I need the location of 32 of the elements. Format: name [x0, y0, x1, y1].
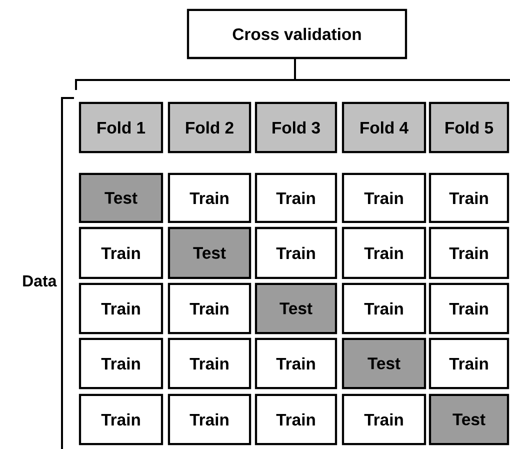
fold-header-box: Fold 4	[342, 102, 426, 154]
fold-header-box: Fold 1	[78, 102, 164, 154]
data-cell: Train	[342, 226, 426, 280]
data-cell: Train	[78, 282, 164, 334]
data-cell: Train	[254, 338, 338, 390]
data-cell: Train	[342, 394, 426, 446]
data-cell: Train	[428, 172, 510, 224]
data-cell: Test	[254, 282, 338, 334]
data-cell: Train	[428, 338, 510, 390]
data-cell: Test	[168, 226, 252, 280]
data-cell: Train	[254, 226, 338, 280]
axis-label: Data	[23, 275, 57, 287]
data-cell: Train	[78, 226, 164, 280]
fold-header-box: Fold 3	[254, 102, 338, 154]
data-cell: Train	[342, 282, 426, 334]
data-cell: Train	[168, 172, 252, 224]
data-cell: Train	[342, 172, 426, 224]
data-cell: Train	[168, 282, 252, 334]
data-cell: Train	[168, 394, 252, 446]
data-cell: Test	[78, 172, 164, 224]
data-cell: Train	[168, 338, 252, 390]
fold-header-box: Fold 5	[428, 102, 510, 154]
data-cell: Train	[428, 226, 510, 280]
fold-header-box: Fold 2	[168, 102, 252, 154]
data-cell: Train	[78, 338, 164, 390]
data-cell: Test	[428, 394, 510, 446]
data-cell: Test	[342, 338, 426, 390]
data-cell: Train	[78, 394, 164, 446]
data-cell: Train	[254, 394, 338, 446]
title-box: Cross validation	[186, 8, 408, 60]
data-cell: Train	[428, 282, 510, 334]
data-cell: Train	[254, 172, 338, 224]
